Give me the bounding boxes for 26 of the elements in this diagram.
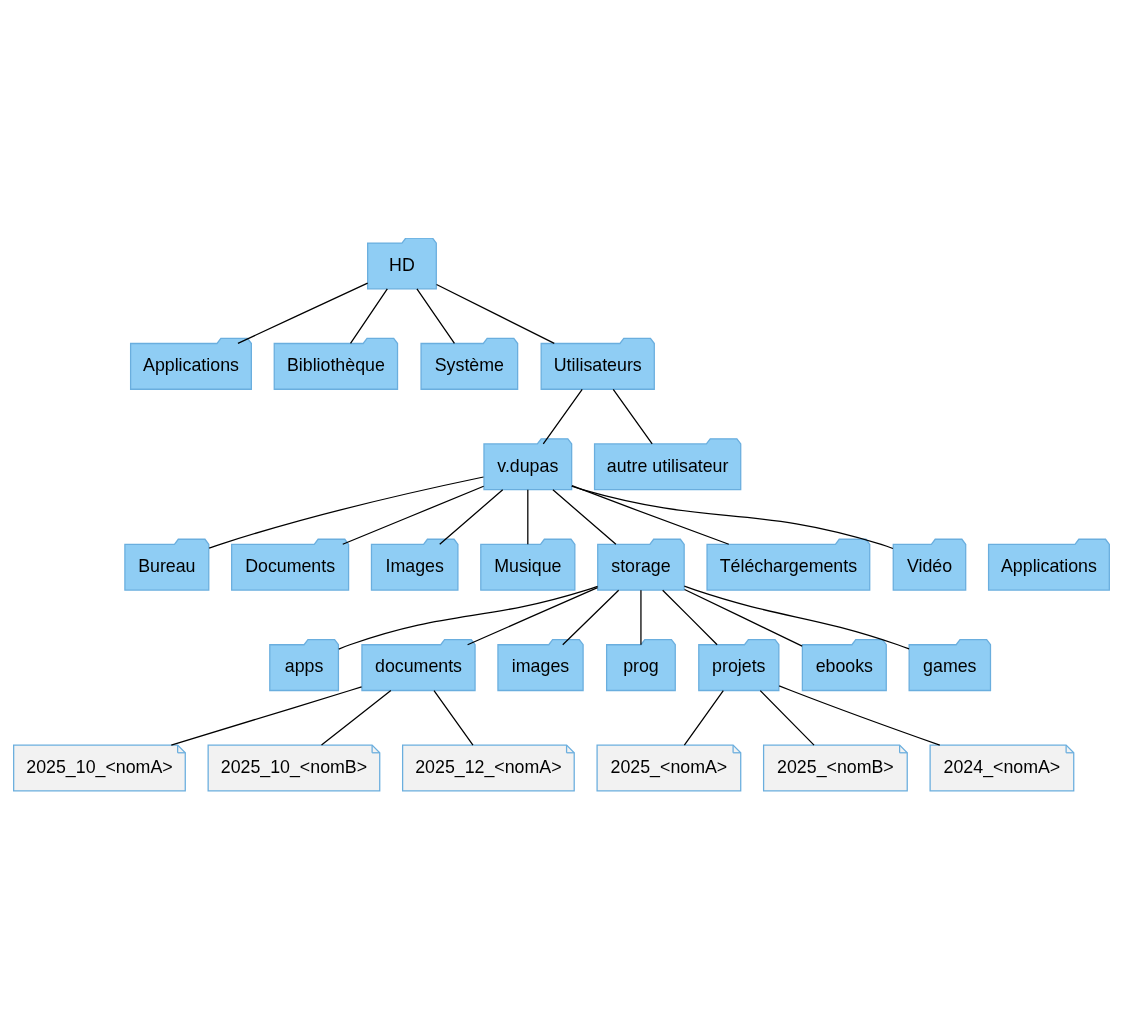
connector <box>562 589 620 646</box>
connector <box>612 388 653 445</box>
connector <box>433 690 474 746</box>
connector <box>435 283 555 344</box>
connector <box>349 288 388 345</box>
connector <box>527 489 529 545</box>
connector <box>683 588 803 647</box>
connector <box>542 388 583 445</box>
connector <box>342 485 485 545</box>
connector <box>237 282 369 344</box>
connector <box>640 589 642 646</box>
connector <box>571 485 894 550</box>
connector <box>170 686 363 746</box>
connector <box>320 690 392 746</box>
connector <box>759 690 815 746</box>
connector <box>208 476 485 549</box>
connector <box>416 288 456 345</box>
connector <box>571 484 730 545</box>
connector <box>338 585 599 650</box>
connector <box>439 489 504 545</box>
connector <box>683 690 724 746</box>
connector <box>683 585 910 650</box>
connector <box>467 586 599 646</box>
connector <box>662 589 718 646</box>
connector <box>552 489 617 545</box>
connector <box>778 685 941 746</box>
